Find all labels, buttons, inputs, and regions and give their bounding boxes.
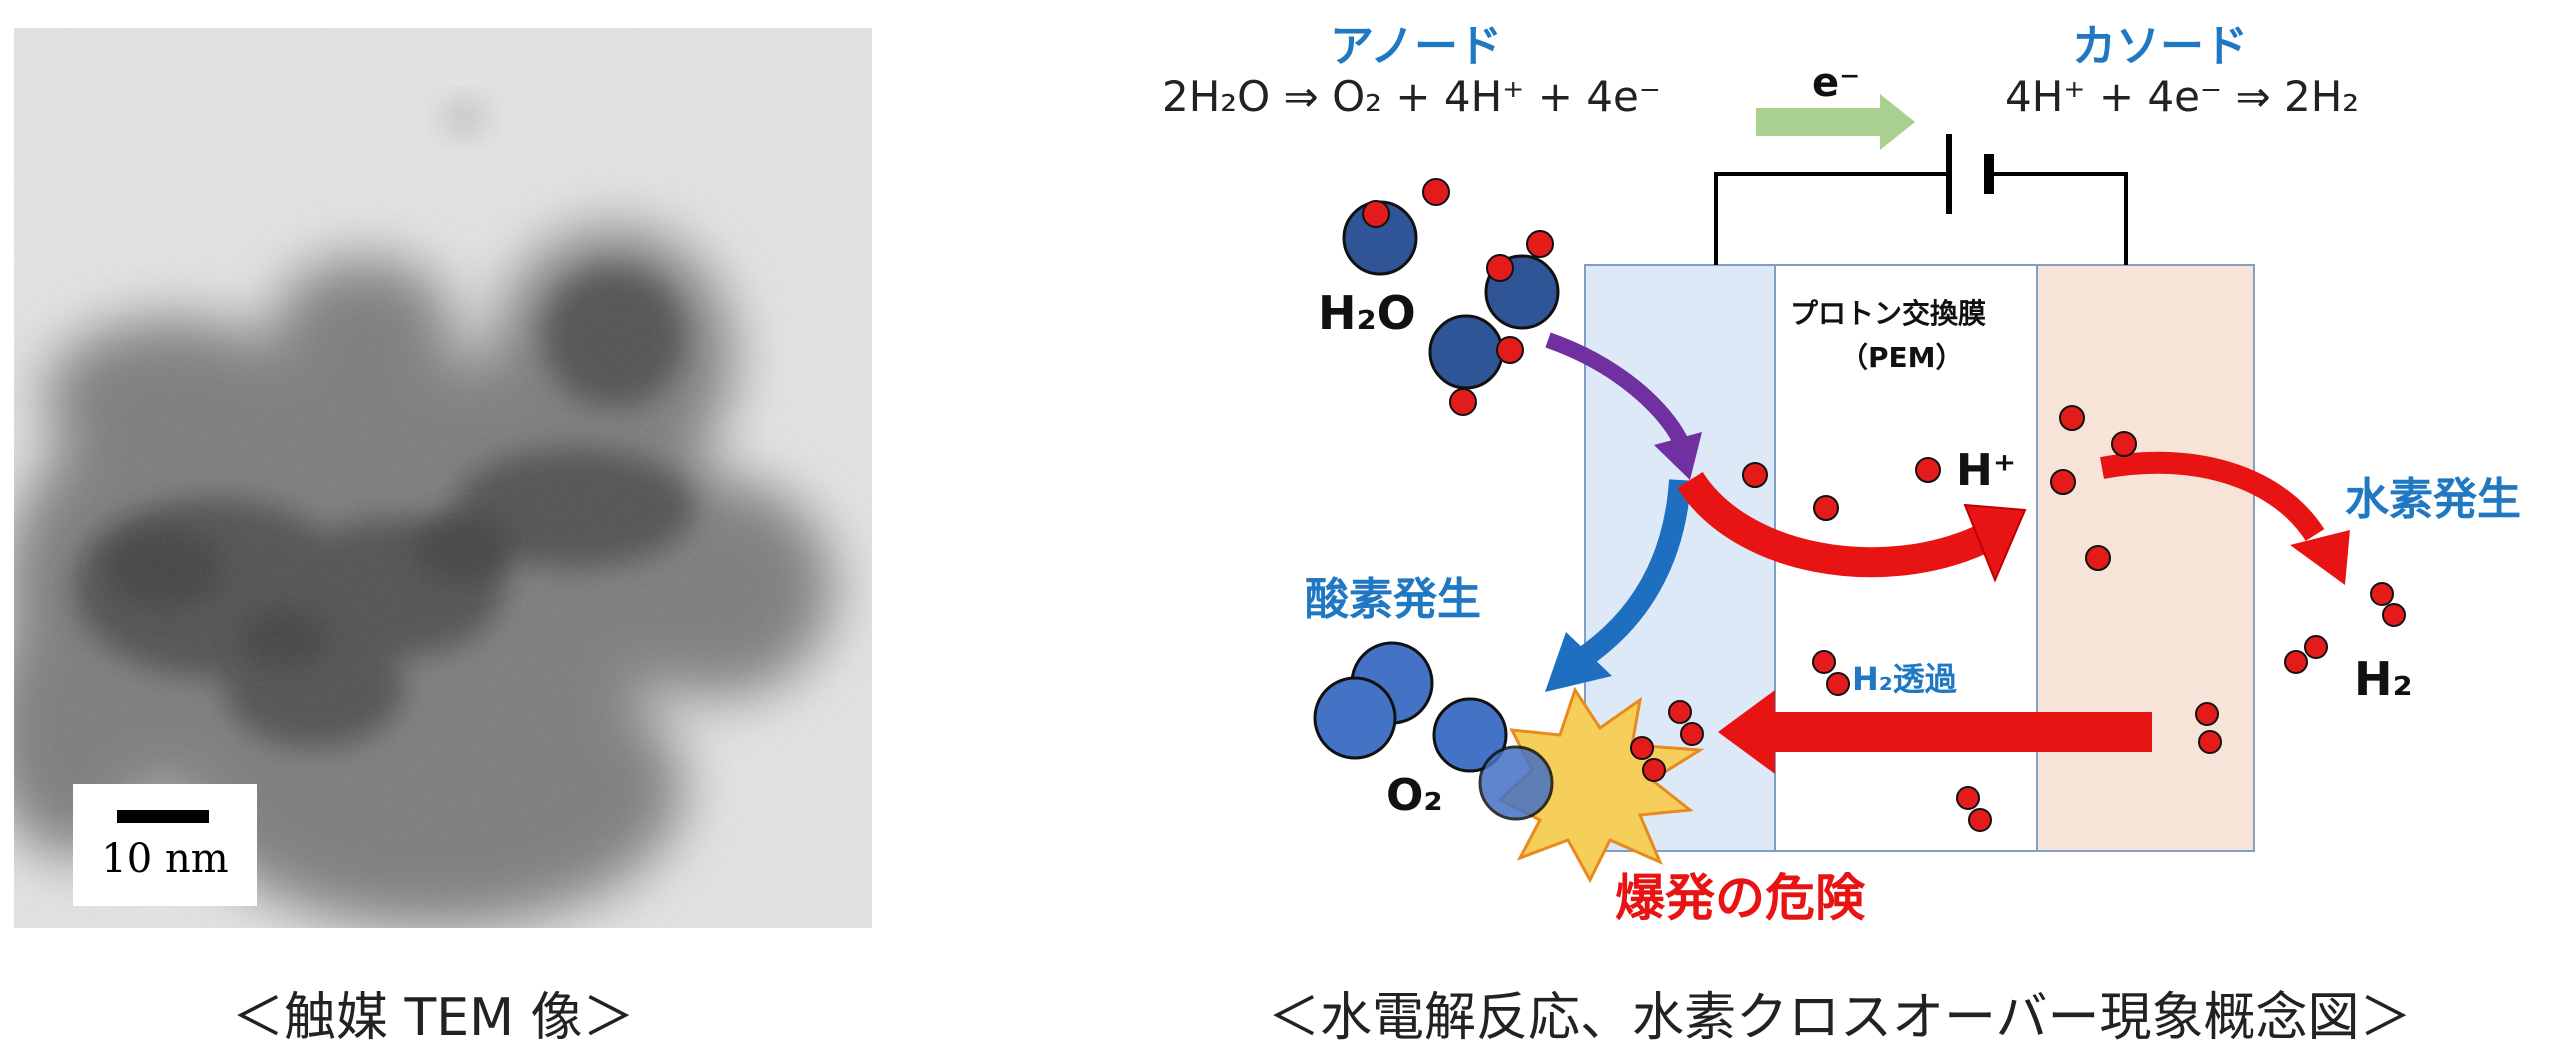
scale-label: 10 nm xyxy=(101,836,229,882)
scale-bar xyxy=(117,810,209,823)
oxygen-flow-arrowhead xyxy=(1545,632,1612,692)
scale-bar-box: 10 nm xyxy=(73,784,257,906)
anode-title: アノード xyxy=(1330,21,1503,72)
tem-micrograph xyxy=(0,28,872,928)
pem-label-1: プロトン交換膜 xyxy=(1790,297,1987,330)
cathode-wire xyxy=(1992,172,2128,265)
oxygen-evolution-label: 酸素発生 xyxy=(1305,574,1481,625)
water-label: H₂O xyxy=(1318,286,1416,340)
proton-label: H⁺ xyxy=(1956,445,2017,496)
water-molecules xyxy=(1342,178,1560,416)
tem-image: 10 nm xyxy=(0,28,872,928)
oxygen-label: O₂ xyxy=(1386,770,1443,821)
cathode-title: カソード xyxy=(2072,21,2248,72)
electron-flow-arrow xyxy=(1756,94,1915,150)
diagram-caption: ＜水電解反応、水素クロスオーバー現象概念図＞ xyxy=(1268,988,2412,1048)
pem-label-2: （PEM） xyxy=(1840,341,1964,374)
water-intake-arrow xyxy=(1545,332,1688,444)
protons xyxy=(1742,405,2137,571)
hydrogen-crossover-arrow xyxy=(1718,690,2152,774)
hydrogen-evolution-label: 水素発生 xyxy=(2345,474,2521,525)
water-intake-arrowhead xyxy=(1654,432,1702,480)
crossover-label: H₂透過 xyxy=(1852,660,1957,698)
hydrogen-molecules xyxy=(1630,582,2406,832)
anode-wire xyxy=(1714,172,1947,265)
anode-equation: 2H₂O ⇒ O₂ + 4H⁺ + 4e⁻ xyxy=(1162,72,1661,121)
cathode-equation: 4H⁺ + 4e⁻ ⇒ 2H₂ xyxy=(2005,72,2360,121)
electron-label: e⁻ xyxy=(1812,60,1861,106)
proton-flow-arrow xyxy=(1677,471,1987,578)
oxygen-flow-arrow xyxy=(1573,479,1691,670)
cathode-compartment xyxy=(2036,264,2255,852)
tem-caption: ＜触媒 TEM 像＞ xyxy=(232,988,635,1048)
hydrogen-label: H₂ xyxy=(2354,652,2413,706)
hydrogen-evolution-arrow xyxy=(2100,451,2325,542)
proton-flow-arrowhead xyxy=(1963,503,2027,583)
explosion-label: 爆発の危険 xyxy=(1615,869,1865,927)
oxygen-molecules xyxy=(1313,641,1554,821)
hydrogen-evolution-arrowhead xyxy=(2290,530,2350,585)
